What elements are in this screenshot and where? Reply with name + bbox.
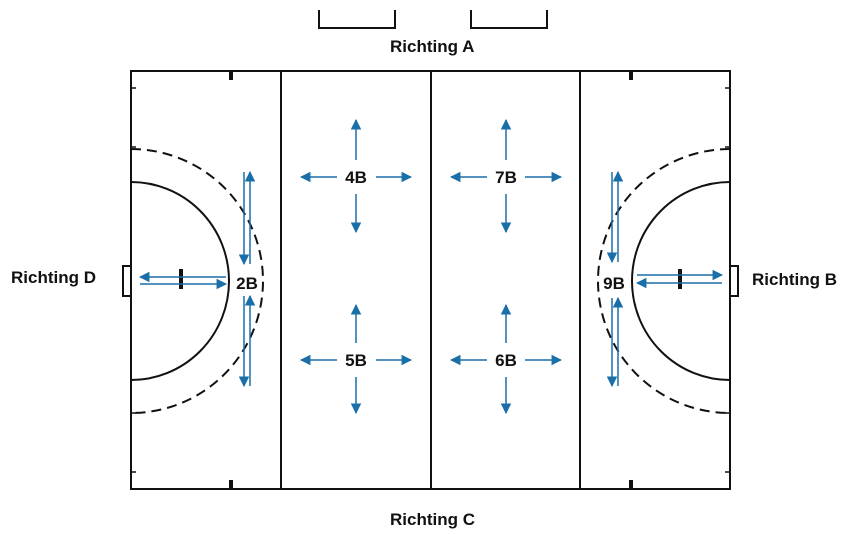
goal-outline-top-left <box>318 10 396 29</box>
goal-right <box>729 265 739 297</box>
goal-outline-top-right <box>470 10 548 29</box>
end-line-ticks-left <box>131 87 136 473</box>
zone-label-6b: 6B <box>495 351 517 370</box>
direction-d-label: Richting D <box>11 268 96 287</box>
movement-arrows <box>138 118 724 415</box>
shooting-circle-right <box>631 181 731 381</box>
end-line-ticks-right <box>725 87 730 473</box>
zone-label-2b: 2B <box>236 274 258 293</box>
direction-b-label: Richting B <box>752 270 837 289</box>
zone-label-9b: 9B <box>603 274 625 293</box>
goal-left <box>122 265 132 297</box>
zone-label-4b: 4B <box>345 168 367 187</box>
direction-c-label: Richting C <box>390 510 475 529</box>
direction-a-label: Richting A <box>390 37 475 56</box>
zone-label-5b: 5B <box>345 351 367 370</box>
shooting-circle-left <box>130 181 230 381</box>
zone-label-7b: 7B <box>495 168 517 187</box>
